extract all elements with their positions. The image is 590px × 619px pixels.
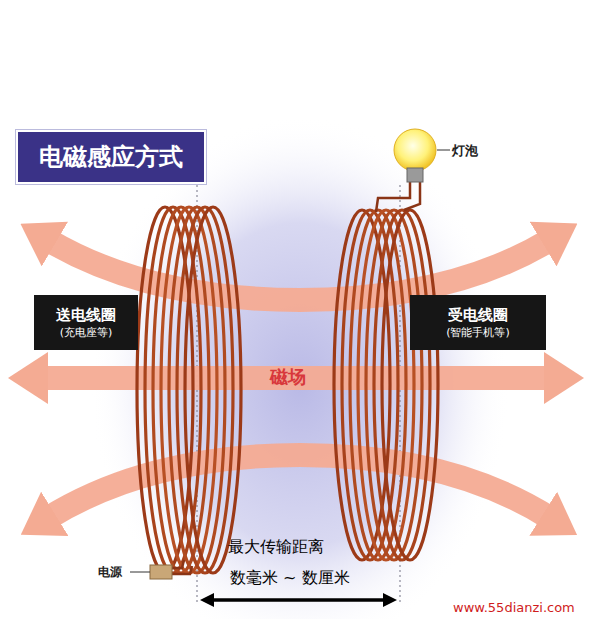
coil-turn [185, 207, 241, 573]
watermark: www.55dianzi.com [453, 600, 575, 615]
power-wires [172, 560, 192, 574]
leader-line [437, 150, 450, 151]
receive-coil [334, 210, 438, 560]
power-source [150, 565, 172, 579]
wire [404, 182, 420, 210]
field-arrow [40, 366, 552, 390]
coil-label-box: 送电线圈(充电座等) [34, 295, 138, 350]
leader-line [130, 572, 150, 573]
coil-example: (智能手机等) [446, 325, 510, 341]
power-label: 电源 [98, 564, 122, 581]
coil-label-box: 受电线圈(智能手机等) [410, 295, 546, 350]
wire [376, 182, 410, 212]
field-label: 磁场 [270, 365, 306, 389]
title-box: 电磁感应方式 [16, 130, 206, 184]
send-coil [137, 207, 241, 573]
wire [172, 560, 184, 568]
distance-value: 数毫米 ~ 数厘米 [230, 568, 350, 589]
coil-example: (充电座等) [60, 325, 113, 341]
title-text: 电磁感应方式 [39, 141, 183, 173]
distance-arrow [212, 598, 385, 602]
coil-name: 受电线圈 [448, 305, 508, 325]
distance-title: 最大传输距离 [228, 537, 324, 558]
coil-name: 送电线圈 [56, 305, 116, 325]
bulb-base [407, 168, 423, 182]
coil-turn [382, 210, 438, 560]
field-arrows [40, 240, 552, 518]
wire [172, 566, 192, 574]
bulb-label: 灯泡 [452, 142, 478, 160]
bulb-wires [376, 182, 420, 212]
light-bulb [394, 129, 436, 171]
